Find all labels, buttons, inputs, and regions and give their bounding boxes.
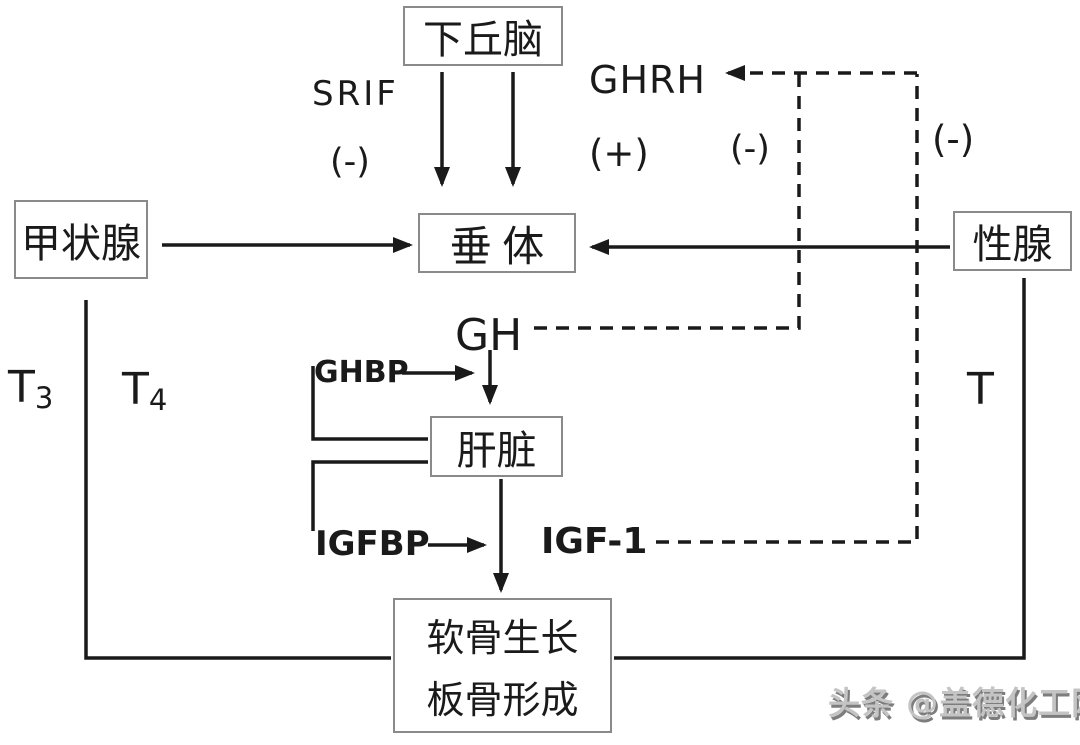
label-t3-base: T [8, 362, 35, 413]
label-t3: T3 [8, 362, 54, 415]
watermark: 头条 @盖德化工网 [828, 684, 1080, 722]
label-t3-sub: 3 [34, 381, 54, 415]
label-gh: GH [455, 310, 523, 361]
label-igfbp: IGFBP [315, 524, 430, 564]
label-t4-base: T [122, 364, 149, 415]
label-ghrh: GHRH [589, 58, 706, 102]
label-igf1: IGF-1 [541, 521, 648, 562]
dashed-gh-feedback [534, 74, 801, 330]
label-t4: T4 [122, 364, 168, 417]
label-ghrh-sign: (+) [589, 132, 649, 175]
line-gonad-bone [614, 278, 1026, 660]
node-gonad: 性腺 [953, 211, 1072, 271]
node-pituitary: 垂 体 [418, 213, 576, 273]
label-t4-sub: 4 [148, 383, 168, 417]
label-t: T [967, 364, 994, 415]
node-thyroid: 甲状腺 [14, 200, 148, 279]
node-bone-growth: 软骨生长 板骨形成 [393, 598, 612, 733]
bone-growth-line1: 软骨生长 [426, 618, 579, 660]
node-hypothalamus: 下丘脑 [403, 6, 563, 66]
label-srif: SRIF [312, 74, 399, 114]
label-igf1-feedback-sign: (-) [932, 118, 975, 161]
bone-growth-line2: 板骨形成 [426, 680, 579, 722]
label-gh-feedback-sign: (-) [730, 129, 770, 169]
line-ghbp-liver [311, 366, 428, 441]
line-liver-igfbp [311, 460, 428, 531]
dashed-igf1-feedback [656, 74, 919, 544]
line-thyroid-bone [84, 300, 391, 660]
label-srif-sign: (-) [330, 142, 370, 182]
label-ghbp: GHBP [314, 355, 409, 390]
node-liver: 肝脏 [430, 416, 563, 477]
